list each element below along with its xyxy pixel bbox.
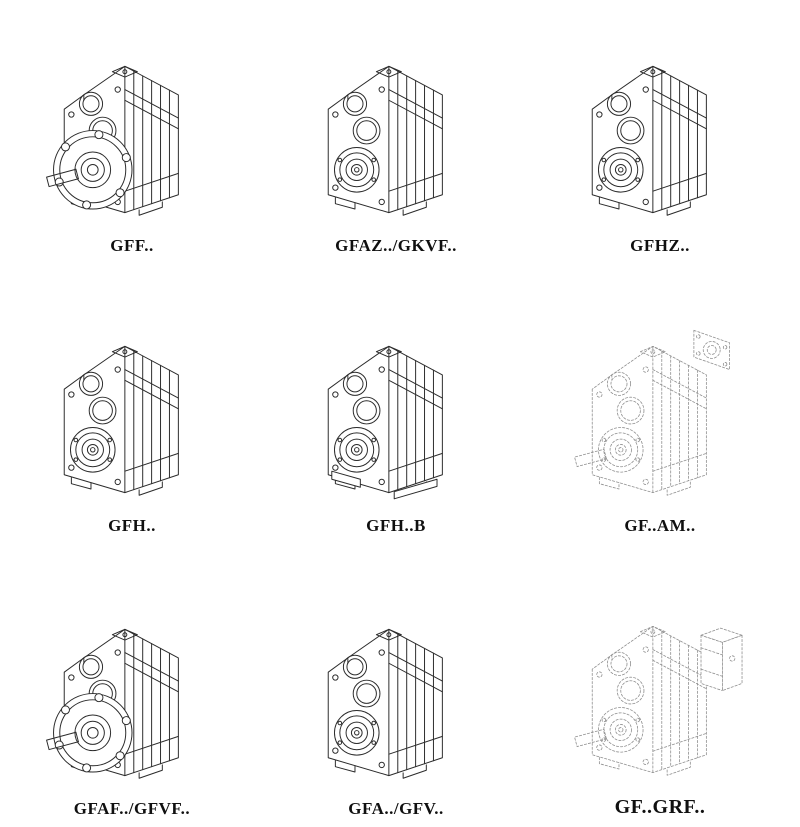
gearbox-body-icon [327,65,443,216]
model-label: GFA../GFV.. [348,799,444,818]
input-shaft-icon [574,728,607,748]
flange-shaft-gearbox-icon [46,628,179,779]
model-label: GFHZ.. [630,236,690,255]
mounting-feet-icon [331,470,438,500]
gearbox-drawing [306,300,486,514]
gearbox-cell: GFH.. [40,296,224,544]
model-label: GF..AM.. [624,516,696,535]
adapter-box-gearbox-icon [574,625,743,776]
gearbox-body-icon [591,345,707,496]
gearbox-body-icon [327,628,443,779]
gearbox-drawing [42,583,222,797]
model-label: GFH..B [366,516,426,535]
shaft-input-gearbox-icon [327,65,443,216]
model-label: GFAZ../GKVF.. [335,236,457,255]
servo-adapter-flange-icon [693,329,730,370]
gearbox-cell: GFHZ.. [568,16,752,264]
output-flange-icon [53,693,133,773]
gearbox-cell: GFAZ../GKVF.. [304,16,488,264]
gearbox-body-icon [63,345,179,496]
gear-adapter-box-icon [700,627,743,692]
gearbox-drawing [570,580,750,794]
gearbox-cell: GFA../GFV.. [304,576,488,827]
gearbox-drawing [42,20,222,234]
gearbox-cell: GFF.. [40,16,224,264]
gearbox-cell: GFAF../GFVF.. [40,576,224,827]
flange-shaft-gearbox-icon [46,65,179,216]
gearbox-drawing [306,20,486,234]
gearbox-drawing [570,20,750,234]
gearbox-cell: GF..AM.. [568,296,752,544]
gearbox-cell: GF..GRF.. [568,576,752,827]
model-label: GFF.. [110,236,154,255]
gearbox-cell: GFH..B [304,296,488,544]
catalog-grid: GFF.. GFAZ../GKVF.. GFHZ.. GFHF.. [40,16,752,818]
gearbox-drawing [42,300,222,514]
hollow-shaft-gearbox-icon [63,345,179,496]
gearbox-body-icon [591,65,707,216]
gearbox-drawing [306,583,486,797]
gearbox-body-icon [591,625,707,776]
model-label: GFAF../GFVF.. [73,799,191,818]
gearbox-body-icon [327,345,443,496]
model-label: GFH.. [108,516,156,535]
output-flange-icon [53,130,133,210]
gearbox-drawing [570,300,750,514]
input-shaft-icon [574,448,607,468]
shaft-input-gearbox-icon [327,628,443,779]
hollow-shaft-gearbox-icon [591,65,707,216]
servo-flange-gearbox-icon [574,329,730,496]
model-label: GF..GRF.. [614,796,706,818]
foot-mounted-gearbox-icon [327,345,443,500]
